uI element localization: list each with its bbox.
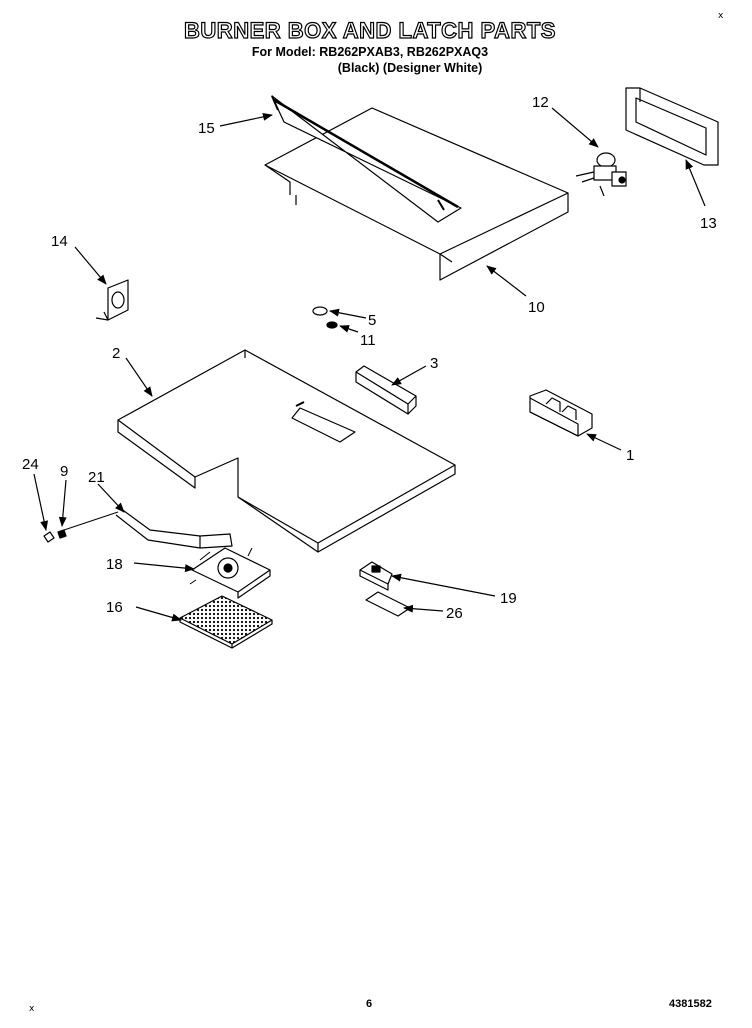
valve — [575, 152, 627, 197]
callout-12: 12 — [532, 94, 549, 111]
clip-24 — [43, 531, 55, 543]
clip-9 — [57, 529, 67, 539]
leader-lines — [33, 107, 706, 622]
callout-13: 13 — [700, 215, 717, 232]
callout-15: 15 — [198, 120, 215, 137]
vent-trim — [625, 87, 719, 166]
screw-5 — [312, 306, 328, 316]
page-title: BURNER BOX AND LATCH PARTS — [183, 17, 556, 43]
color-line: (Black) (Designer White) — [337, 61, 483, 75]
callout-14: 14 — [51, 233, 68, 250]
callout-19: 19 — [500, 590, 517, 607]
block-3 — [355, 365, 417, 415]
callout-9: 9 — [60, 463, 68, 480]
callout-11: 11 — [360, 332, 376, 349]
callout-24: 24 — [22, 456, 39, 473]
cross-bracket — [271, 95, 462, 223]
burner-box-cover — [264, 107, 569, 281]
callout-10: 10 — [528, 299, 545, 316]
callout-16: 16 — [106, 599, 123, 616]
corner-mark-top: x — [718, 11, 724, 21]
burner-assembly-18 — [189, 547, 271, 599]
callout-26: 26 — [446, 605, 463, 622]
screw-11 — [326, 321, 338, 329]
plate-26 — [365, 591, 411, 617]
callout-labels: 15 12 13 14 10 5 11 2 3 1 24 9 21 18 16 … — [22, 94, 717, 622]
callout-5: 5 — [368, 312, 376, 329]
callout-18: 18 — [106, 556, 123, 573]
bracket-14 — [95, 279, 129, 321]
latch-1 — [529, 389, 593, 437]
page-number: 6 — [366, 998, 373, 1010]
callout-21: 21 — [88, 469, 105, 486]
burner-box-pan — [117, 349, 456, 553]
doc-number: 4381582 — [669, 998, 712, 1010]
corner-mark-bottom: x — [29, 1004, 35, 1014]
callout-2: 2 — [112, 345, 120, 362]
model-line: For Model: RB262PXAB3, RB262PXAQ3 — [251, 45, 489, 59]
latch-bracket-19 — [359, 561, 393, 591]
ignitor-21 — [63, 507, 233, 549]
callout-3: 3 — [430, 355, 438, 372]
screen-16 — [179, 595, 273, 649]
callout-1: 1 — [626, 447, 634, 464]
